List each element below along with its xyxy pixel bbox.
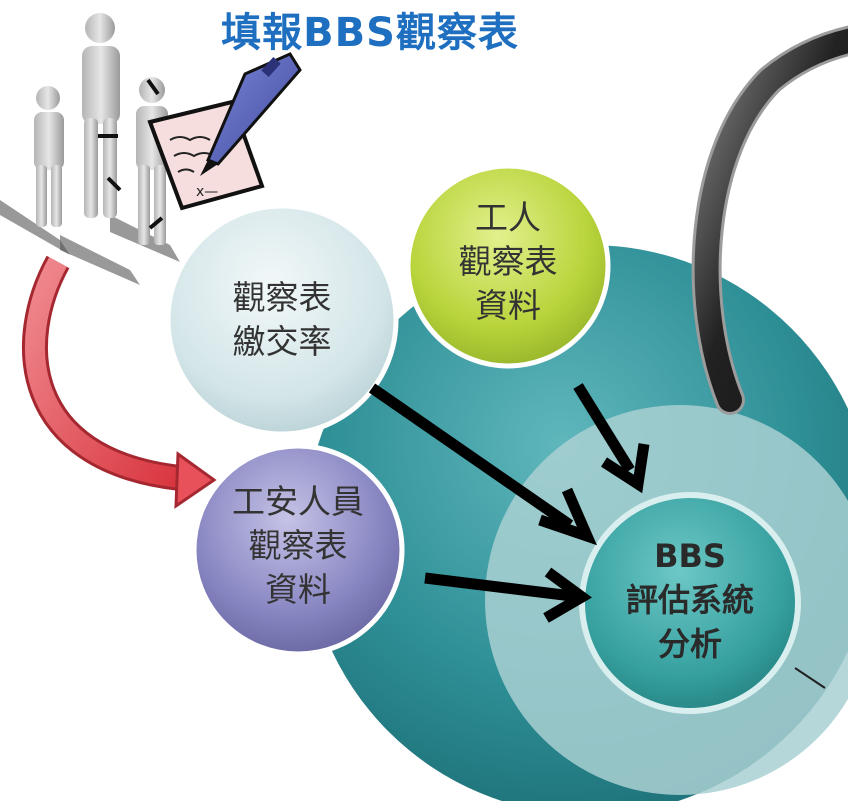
- safety-staff-line-3: 資料: [265, 570, 331, 609]
- worker-data-line-2: 觀察表: [458, 242, 558, 281]
- safety-staff-line-2: 觀察表: [248, 526, 348, 565]
- bbs-system-line-1: BBS: [654, 537, 726, 575]
- curved-arrow-icon: [22, 255, 217, 509]
- worker-data-line-3: 資料: [475, 286, 541, 325]
- worker-data-circle: [405, 163, 611, 369]
- submission-rate-line-1: 觀察表: [232, 278, 332, 317]
- safety-staff-label: 工安人員 觀察表 資料: [198, 480, 398, 612]
- people-figures-icon: [0, 13, 180, 285]
- safety-staff-line-1: 工安人員: [232, 482, 364, 521]
- svg-text:x—: x—: [196, 184, 218, 200]
- arrow-worker-to-bbs: [573, 383, 650, 494]
- bbs-system-line-2: 評估系統: [625, 581, 754, 619]
- submission-rate-line-2: 繳交率: [232, 322, 332, 361]
- safety-staff-circle: [191, 443, 405, 657]
- worker-data-line-1: 工人: [475, 198, 541, 237]
- arrow-safety-to-bbs: [424, 567, 593, 623]
- submission-rate-circle: [165, 203, 399, 437]
- arrow-submission-to-bbs: [368, 383, 598, 546]
- bbs-system-label: BBS 評估系統 分析: [600, 534, 780, 666]
- bbs-system-line-3: 分析: [657, 625, 722, 663]
- pen-icon: [200, 52, 302, 176]
- pointer-line: [794, 667, 826, 689]
- worker-data-label: 工人 觀察表 資料: [418, 196, 598, 328]
- page-title: 填報BBS觀察表: [221, 10, 519, 56]
- submission-rate-label: 觀察表 繳交率: [182, 276, 382, 364]
